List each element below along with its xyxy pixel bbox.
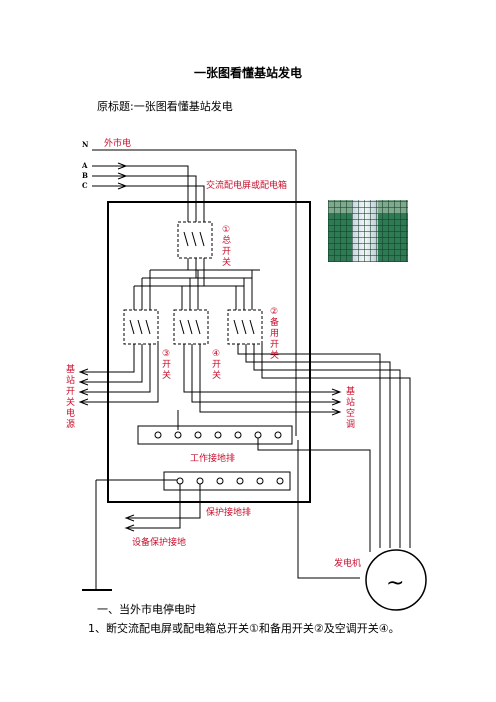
- label-bs-power-4: 电: [66, 407, 75, 419]
- label-bs-power-0: 基: [66, 363, 75, 375]
- label-backup-switch-0: ②: [270, 307, 278, 317]
- label-bs-power-1: 站: [66, 374, 75, 386]
- label-backup-switch-3: 开: [270, 339, 279, 350]
- label-switch3-2: 关: [162, 369, 171, 381]
- label-c: C: [82, 181, 88, 190]
- label-main-switch-1: 总: [222, 234, 231, 246]
- generator-symbol: ~: [386, 571, 404, 596]
- label-n: N: [82, 140, 89, 149]
- label-main-switch-3: 关: [222, 256, 231, 268]
- label-switch4-0: ④: [212, 349, 220, 359]
- label-bs-ac-3: 调: [346, 419, 355, 430]
- base-station-photo: [328, 200, 408, 262]
- label-switch4-1: 开: [212, 359, 221, 370]
- label-protect-ground-bar: 保护接地排: [206, 506, 251, 518]
- subtitle: 原标题:一张图看懂基站发电: [97, 100, 233, 113]
- label-generator: 发电机: [334, 557, 361, 569]
- label-switch3-0: ③: [162, 349, 170, 359]
- label-bs-ac-2: 空: [346, 407, 355, 419]
- label-bs-power-5: 源: [66, 419, 75, 430]
- label-main-switch-0: ①: [222, 225, 230, 235]
- label-bs-ac-1: 站: [346, 396, 355, 408]
- section-heading: 一、当外市电停电时: [97, 603, 196, 616]
- label-switch4-2: 关: [212, 369, 221, 381]
- label-b: B: [82, 171, 88, 180]
- label-backup-switch-2: 用: [270, 328, 279, 339]
- label-bs-power-3: 关: [66, 396, 75, 408]
- label-mains: 外市电: [104, 137, 131, 149]
- label-bs-power-2: 开: [66, 386, 75, 397]
- label-backup-switch-4: 关: [270, 349, 279, 361]
- page-title: 一张图看懂基站发电: [193, 66, 302, 80]
- label-equipment-ground: 设备保护接地: [132, 536, 186, 548]
- label-cabinet: 交流配电屏或配电箱: [206, 179, 287, 191]
- label-bs-ac-0: 基: [346, 385, 355, 397]
- label-work-ground-bar: 工作接地排: [190, 452, 235, 464]
- label-switch3-1: 开: [162, 359, 171, 370]
- label-backup-switch-1: 备: [270, 316, 279, 328]
- label-main-switch-2: 开: [222, 246, 231, 257]
- label-a: A: [81, 161, 88, 170]
- paragraph: 1、断交流配电屏或配电箱总开关①和备用开关②及空调开关④。: [88, 622, 400, 635]
